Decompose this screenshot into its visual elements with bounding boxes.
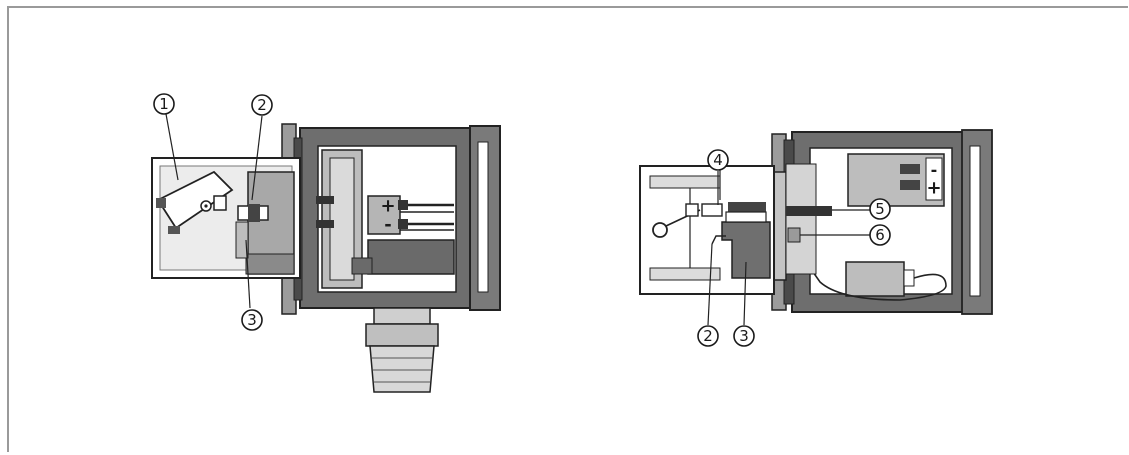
left-wall-plate-inner <box>329 157 355 281</box>
left-leader-3 <box>245 239 251 309</box>
right-leader-2 <box>707 243 713 326</box>
right-part-6 <box>787 227 801 243</box>
right-spring-clamp <box>685 203 699 217</box>
right-lid-window <box>969 145 981 297</box>
left-gland-nut <box>373 307 431 325</box>
right-callout-4: 4 <box>707 149 729 171</box>
right-spring-coil <box>652 222 668 238</box>
left-callout-1: 1 <box>153 93 175 115</box>
right-terminal-screw-bottom <box>900 180 920 190</box>
left-leader-1 <box>165 113 179 181</box>
right-contact-gap <box>725 211 767 223</box>
left-gland-body <box>365 323 439 347</box>
left-lever-tab <box>213 195 227 211</box>
left-lever-arm <box>156 170 234 230</box>
svg-text:3: 3 <box>739 327 749 345</box>
right-leader-3 <box>743 261 747 326</box>
right-sensor-wire <box>805 261 947 301</box>
right-callout-5: 5 <box>869 198 891 220</box>
right-minus-sign: - <box>931 161 938 180</box>
left-screw-bottom <box>398 219 408 229</box>
left-minus-sign: - <box>384 215 391 236</box>
right-callout-2: 2 <box>697 325 719 347</box>
right-bottom-rail <box>649 267 721 281</box>
svg-text:6: 6 <box>875 226 885 244</box>
left-circuit-board <box>367 239 455 275</box>
left-plunger-thread <box>248 204 260 222</box>
left-pin-top <box>316 196 334 204</box>
right-switch-assembly: - + <box>639 129 993 326</box>
right-callout-3: 3 <box>733 325 755 347</box>
svg-text:3: 3 <box>247 311 257 329</box>
right-thread-top <box>728 202 766 212</box>
left-lid-window <box>477 141 489 293</box>
right-lever-link <box>711 235 726 245</box>
right-wall-insert <box>785 163 817 275</box>
right-callout-6: 6 <box>869 224 891 246</box>
left-leader-2 <box>251 115 263 201</box>
right-lever-tip <box>701 203 723 217</box>
left-gland-sleeve <box>369 345 435 393</box>
left-terminal-block <box>367 195 401 235</box>
left-board-foot <box>351 257 373 275</box>
svg-text:2: 2 <box>257 96 267 114</box>
right-sensor-cap <box>903 269 915 287</box>
left-callout-3: 3 <box>241 309 263 331</box>
left-callout-2: 2 <box>251 94 273 116</box>
right-top-rail <box>649 175 721 189</box>
svg-text:5: 5 <box>875 200 885 218</box>
left-pivot-center <box>204 204 208 208</box>
left-pin-bottom <box>316 220 334 228</box>
right-bolt-5 <box>786 206 832 216</box>
right-terminal-label <box>925 157 943 201</box>
left-lever-stop-top <box>156 198 166 208</box>
svg-text:1: 1 <box>159 95 169 113</box>
left-lever-stop-bottom <box>168 226 180 234</box>
left-switch-assembly: + - <box>151 113 501 393</box>
left-screw-top <box>398 200 408 210</box>
right-plus-sign: + <box>926 178 941 199</box>
right-terminal-screw-top <box>900 164 920 174</box>
left-plus-sign: + <box>380 196 395 217</box>
right-sensor-body <box>845 261 905 297</box>
right-microswitch <box>721 221 771 279</box>
left-side-block-foot <box>245 253 295 275</box>
left-contact-plate <box>235 221 249 259</box>
svg-text:4: 4 <box>713 151 723 169</box>
svg-text:2: 2 <box>703 327 713 345</box>
